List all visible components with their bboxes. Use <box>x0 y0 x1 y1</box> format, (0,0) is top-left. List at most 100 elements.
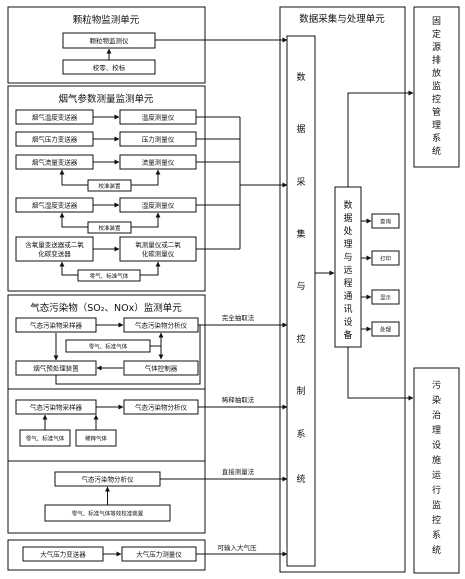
calib-device-2-label: 校准装置 <box>98 224 121 232</box>
comm-to-treatment-system-arrow <box>347 347 414 401</box>
control-system-box <box>286 35 316 567</box>
flow-meter-label: 流量测量仪 <box>142 158 175 167</box>
calib-2-to-humidity-sensor <box>59 212 88 228</box>
source-system-char: 管 <box>432 106 441 118</box>
humidity-sensor-label: 烟气湿度变送器 <box>32 201 78 210</box>
gas-pollutant-unit: 气态污染物（SO₂、NOx）监测单元 气态污染物采样器 气态污染物分析仪 零气、… <box>7 294 288 534</box>
display-label: 显示 <box>380 295 392 302</box>
dp-unit-frame <box>279 6 406 573</box>
pressure-meter-label: 压力测量仪 <box>142 135 175 144</box>
o2-meter-label-line2: 化碳测量仪 <box>142 249 175 258</box>
gas-sampler-2-label: 气态污染物采样器 <box>30 403 83 412</box>
treatment-system-char: 设 <box>432 440 441 451</box>
process-box <box>371 321 400 337</box>
source-system-char: 统 <box>432 145 441 157</box>
pressure-sensor-label: 烟气压力变送器 <box>32 135 78 144</box>
flow-sensor-label: 烟气流量变送器 <box>32 158 78 167</box>
source-system-char: 放 <box>432 67 441 79</box>
particulate-unit-frame <box>7 6 206 84</box>
control-char: 据 <box>296 123 305 135</box>
comm-device-label: 数 据 处 理 与 远 程 通 讯 设 备 <box>343 199 352 341</box>
treatment-system-char: 统 <box>432 544 441 556</box>
o2-sensor-box <box>15 236 94 262</box>
treatment-system-char: 控 <box>432 514 441 526</box>
treatment-facility-system: 污 染 治 理 设 施 运 行 监 控 系 统 <box>413 367 460 574</box>
source-system-char: 系 <box>432 133 441 144</box>
method-2-label: 稀释抽取法 <box>222 395 255 404</box>
treatment-system-char: 运 <box>432 470 441 481</box>
calib-1-to-flow-sensor <box>59 169 88 186</box>
query-label: 查询 <box>380 218 392 226</box>
zero-gas-label: 零气、标准气体 <box>90 272 129 280</box>
dilution-gas-label: 稀释气体 <box>85 435 108 443</box>
gas-controller-label: 气体控制器 <box>145 364 178 373</box>
comm-char: 处 <box>343 225 352 237</box>
zero-gas-3-label: 零气、标准气体等效校准装置 <box>72 510 144 518</box>
comm-char: 数 <box>343 199 352 211</box>
process-label: 处理 <box>380 326 392 334</box>
particulate-calib-label: 校零、校标 <box>93 63 126 72</box>
method-3-label: 直接测量法 <box>222 467 255 476</box>
dp-unit-title: 数据采集与处理单元 <box>299 13 385 25</box>
treatment-system-char: 监 <box>432 499 441 511</box>
temp-sensor-label: 烟气温度变送器 <box>32 113 78 122</box>
atm-sensor-label: 大气压力变送器 <box>40 550 86 559</box>
o2-sensor-label-line2: 化碳变送器 <box>38 249 71 258</box>
particulate-unit: 颗粒物监测单元 颗粒物监测仪 校零、校标 <box>7 6 288 84</box>
data-processing-unit: 数据采集与处理单元 数 据 采 集 与 控 制 系 统 数 据 处 理 与 远 … <box>279 6 414 573</box>
zero-gas-to-o2-sensor <box>59 261 78 276</box>
method-1-label: 完全抽取法 <box>222 313 255 322</box>
comm-char: 据 <box>343 212 352 224</box>
comm-char: 与 <box>343 252 352 263</box>
treatment-system-char: 行 <box>432 484 441 496</box>
gas-analyzer-3-label: 气态污染物分析仪 <box>82 475 135 484</box>
comm-char: 备 <box>343 329 352 341</box>
o2-meter-box <box>119 236 197 262</box>
control-system-label: 数 据 采 集 与 控 制 系 统 <box>296 71 305 485</box>
control-char: 采 <box>296 177 305 188</box>
particulate-unit-title: 颗粒物监测单元 <box>73 14 140 26</box>
comm-to-source-system-arrow <box>347 90 414 187</box>
source-system-char: 定 <box>432 28 441 40</box>
treatment-system-char: 系 <box>432 530 441 541</box>
source-system-char: 排 <box>432 54 441 66</box>
treatment-system-char: 污 <box>432 379 441 391</box>
gas-unit-frame <box>7 294 206 534</box>
control-char: 控 <box>296 333 305 345</box>
print-label: 打印 <box>380 255 392 263</box>
control-char: 集 <box>296 228 305 240</box>
comm-char: 远 <box>343 265 352 276</box>
atm-label: 可输入大气压 <box>218 543 258 552</box>
zero-gas-2-label: 零气、标准气体 <box>26 435 65 443</box>
flue-gas-unit-title: 烟气参数测量监测单元 <box>58 93 154 105</box>
treatment-system-char: 治 <box>432 409 441 421</box>
flue-gas-unit-frame <box>7 85 206 292</box>
source-emission-system: 固 定 源 排 放 监 控 管 理 系 统 <box>413 6 460 168</box>
calib-device-1-label: 校准装置 <box>98 182 121 190</box>
atm-meter-label: 大气压力测量仪 <box>136 550 182 559</box>
source-system-char: 控 <box>432 93 441 105</box>
control-char: 制 <box>296 385 305 397</box>
comm-char: 通 <box>343 291 352 302</box>
gas-analyzer-1-label: 气态污染物分析仪 <box>135 321 188 330</box>
comm-char: 讯 <box>343 304 352 315</box>
preprocessor-label: 烟气预处理装置 <box>33 364 79 373</box>
gas-controller-box <box>123 360 199 376</box>
source-system-char: 理 <box>432 120 441 131</box>
treatment-system-char: 染 <box>432 394 441 406</box>
atm-pressure-unit: 大气压力变送器 大气压力测量仪 可输入大气压 <box>7 539 288 571</box>
display-box <box>371 289 400 305</box>
gas-sampler-1-label: 气态污染物采样器 <box>30 321 83 330</box>
gas-analyzer-2-label: 气态污染物分析仪 <box>135 403 188 412</box>
control-char: 系 <box>296 429 305 440</box>
o2-meter-label-line1: 氧测量仪或二氧 <box>135 240 181 249</box>
source-system-char: 源 <box>432 42 441 53</box>
atm-unit-frame <box>7 539 206 571</box>
comm-char: 设 <box>343 317 352 328</box>
print-box <box>371 250 400 266</box>
calib-2-to-humidity-meter <box>131 212 161 228</box>
calib-1-to-flow-meter <box>131 169 161 186</box>
treatment-system-char: 理 <box>432 425 441 436</box>
control-char: 与 <box>296 281 305 292</box>
